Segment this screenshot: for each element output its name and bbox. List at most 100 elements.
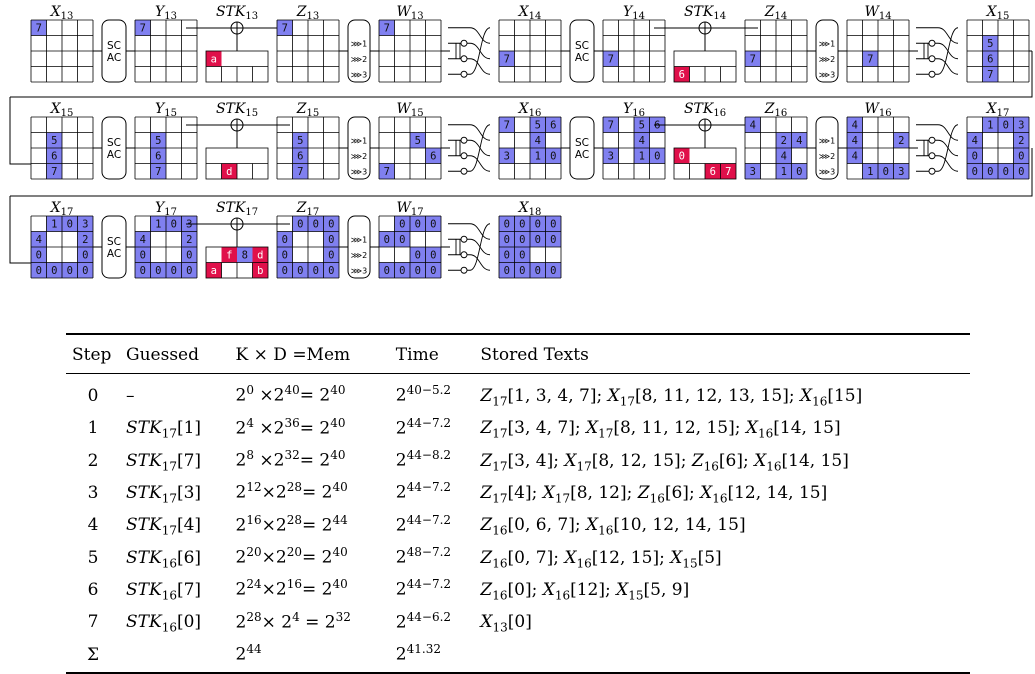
cell-kdmem: 24 ×236= 240: [235, 415, 346, 439]
mc-wire: [937, 124, 959, 141]
cell-label: 0: [140, 250, 146, 262]
grid-cell: [379, 163, 395, 179]
mc-wire: [937, 27, 959, 44]
grid-cell: [135, 20, 151, 36]
mc-wire: [469, 155, 491, 172]
shift-label: ⋙2: [819, 55, 835, 64]
cell-label: 5: [51, 135, 57, 147]
wrap-line: [9, 196, 31, 264]
mixcolumns-block: [448, 27, 491, 78]
scac-label: SC: [575, 40, 589, 52]
grid-cell: [862, 51, 878, 67]
grid-cell: [150, 163, 166, 179]
cell-step: 0: [87, 385, 99, 406]
cell-guessed: STK17[3]: [126, 482, 202, 506]
cell-label: 0: [36, 265, 42, 277]
header-guessed: Guessed: [126, 345, 199, 365]
grid-cell: [967, 148, 983, 164]
cell-label: 0: [550, 265, 556, 277]
cell-stored: Z16[0]; X16[12]; X15[5, 9]: [480, 580, 690, 603]
grid-cell: [1013, 132, 1029, 148]
grid-cell: [77, 216, 93, 232]
cell-kdmem: 20 ×240= 240: [235, 383, 346, 406]
grid-cell: [1013, 117, 1029, 133]
complexity-table: Step Guessed K × D =Mem Time Stored Text…: [66, 333, 970, 674]
cell-label: 0: [399, 219, 405, 231]
cell-stored: Z17[3, 4, 7]; X17[8, 11, 12, 15]; X16[14…: [480, 418, 841, 441]
mc-wire: [937, 155, 959, 172]
state-label: X13: [50, 4, 74, 22]
cell-label: 0: [535, 234, 541, 246]
stk-cell: [252, 262, 268, 278]
grid-cell: [634, 148, 650, 164]
shift-label: ⋙2: [819, 152, 835, 161]
cell-label: 4: [796, 135, 802, 147]
cell-label: 0: [328, 234, 334, 246]
cell-kdmem: 228× 24 = 232: [235, 609, 351, 633]
cell-label: 0: [430, 265, 436, 277]
cell-label: 0: [972, 166, 978, 178]
grid-cell: [1013, 163, 1029, 179]
shift-label: ⋙3: [819, 168, 835, 177]
state-label: W14: [864, 4, 891, 22]
xor-symbol: [460, 152, 468, 160]
mc-wire: [469, 27, 491, 75]
cell-kdmem: 244: [235, 642, 262, 665]
state-grid: 10342000000Y17: [134, 200, 198, 279]
grid-cell: [847, 117, 863, 133]
stk-cell: [674, 66, 690, 82]
grid-cell: [394, 231, 410, 247]
cell-label: 0: [328, 250, 334, 262]
cell-label: 5: [535, 120, 541, 132]
cell-label: 0: [140, 265, 146, 277]
cell-label: 0: [313, 265, 319, 277]
state-label: STK14: [684, 4, 726, 22]
state-label: Y14: [623, 4, 645, 22]
cell-time: 244−7.2: [395, 577, 452, 601]
shift-label: ⋙1: [819, 137, 835, 146]
stk-cell: [206, 262, 222, 278]
grid-cell: [277, 231, 293, 247]
grid-cell: [603, 51, 619, 67]
cell-label: f: [226, 250, 232, 262]
cell-label: 0: [504, 265, 510, 277]
grid-cell: [545, 262, 561, 278]
grid-cell: [425, 247, 441, 263]
cell-time: 241.32: [395, 642, 441, 665]
cell-label: 4: [972, 135, 978, 147]
scac-label: AC: [107, 248, 121, 260]
cell-label: 0: [51, 265, 57, 277]
cell-label: 7: [608, 54, 614, 66]
cell-label: 0: [972, 151, 978, 163]
cell-label: 1: [987, 120, 993, 132]
cell-label: 0: [67, 265, 73, 277]
grid-cell: [150, 132, 166, 148]
cell-label: 7: [36, 23, 42, 35]
cell-label: 8: [242, 250, 248, 262]
shift-label: ⋙2: [351, 55, 367, 64]
grid-cell: [776, 163, 792, 179]
grid-cell: [634, 117, 650, 133]
shift-label: ⋙3: [351, 168, 367, 177]
state-label: Y15: [155, 101, 177, 119]
grid-cell: [323, 247, 339, 263]
grid-cell: [530, 262, 546, 278]
cell-stored: [474, 639, 970, 673]
state-label: Z16: [764, 101, 787, 119]
cell-label: 0: [519, 219, 525, 231]
shift-label: ⋙1: [351, 137, 367, 146]
grid-cell: [394, 262, 410, 278]
grid-cell: [181, 247, 197, 263]
cell-label: 5: [155, 135, 161, 147]
